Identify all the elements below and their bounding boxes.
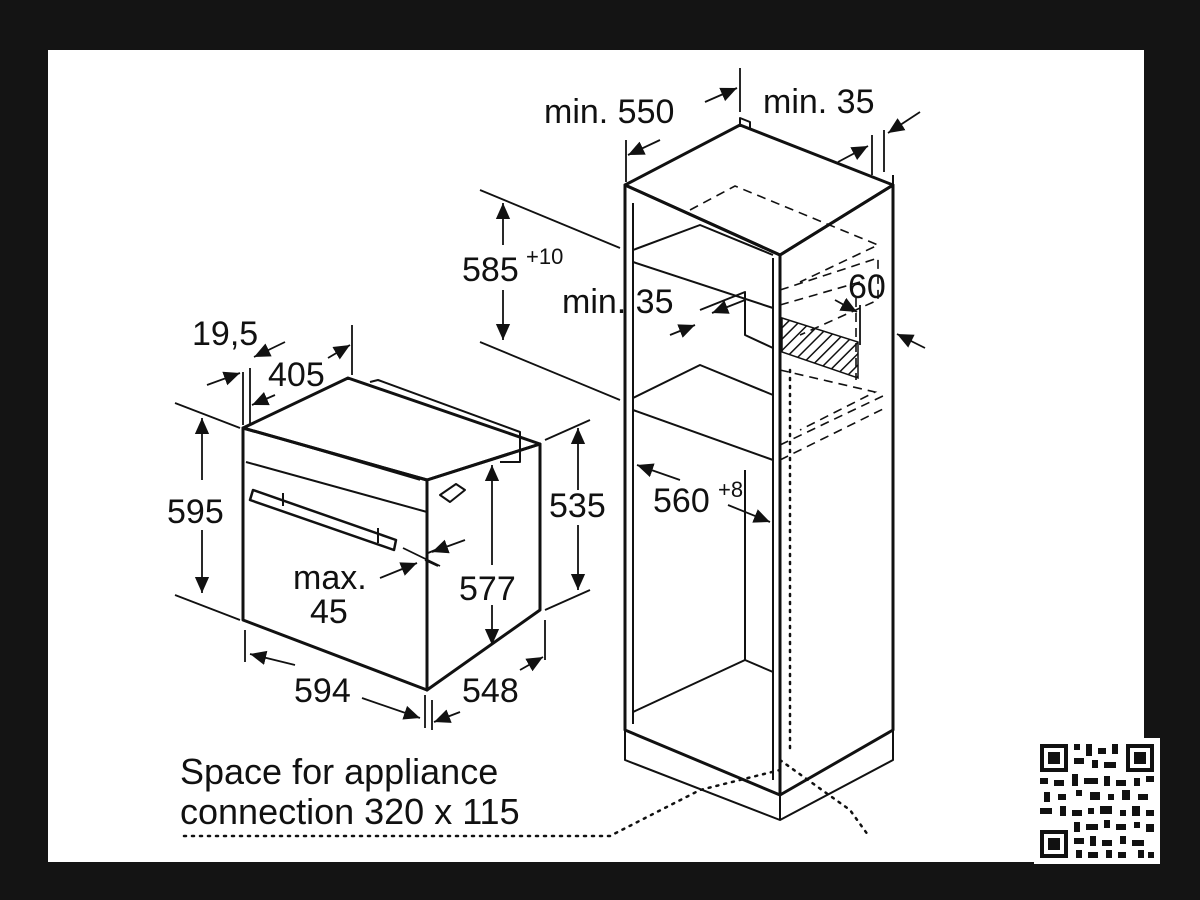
- label-fascia-max: max.: [293, 559, 367, 597]
- label-niche-height: 585: [462, 251, 519, 289]
- label-niche-width-tolerance: +8: [718, 477, 743, 502]
- dimension-labels: min. 550 min. 35 585 +10 min. 35 60 560 …: [167, 83, 886, 710]
- note-line-2: connection 320 x 115: [180, 791, 520, 832]
- oven-dimensions: [174, 325, 591, 730]
- label-cabinet-rear-gap: min. 35: [763, 83, 875, 121]
- oven-side-face: [425, 442, 542, 692]
- oven-handle: [248, 488, 398, 552]
- note-line-1: Space for appliance: [180, 751, 498, 792]
- label-niche-width: 560: [653, 482, 710, 520]
- label-niche-inner-gap: min. 35: [562, 283, 674, 321]
- vent-opening: [781, 316, 859, 380]
- label-oven-width: 594: [294, 672, 351, 710]
- label-vent-depth: 60: [848, 268, 886, 306]
- label-oven-front-thickness: 19,5: [192, 315, 258, 353]
- label-oven-body-height: 535: [549, 487, 606, 525]
- oven-drawing: [241, 376, 542, 692]
- connection-note: Space for appliance connection 320 x 115: [180, 751, 520, 832]
- cabinet-drawing: [623, 117, 895, 821]
- label-oven-inner-height: 577: [459, 570, 516, 608]
- connection-path: [182, 368, 870, 838]
- label-fascia-max-value: 45: [310, 593, 348, 631]
- diagram-panel: [48, 50, 1144, 862]
- label-niche-height-tolerance: +10: [526, 244, 563, 269]
- label-oven-depth: 548: [462, 672, 519, 710]
- label-oven-height: 595: [167, 493, 224, 531]
- qr-code-icon: [1034, 738, 1160, 864]
- cabinet-dimensions: [479, 68, 926, 523]
- cabinet-top: [623, 123, 895, 257]
- label-oven-top-depth: 405: [268, 356, 325, 394]
- label-cabinet-depth: min. 550: [544, 93, 674, 131]
